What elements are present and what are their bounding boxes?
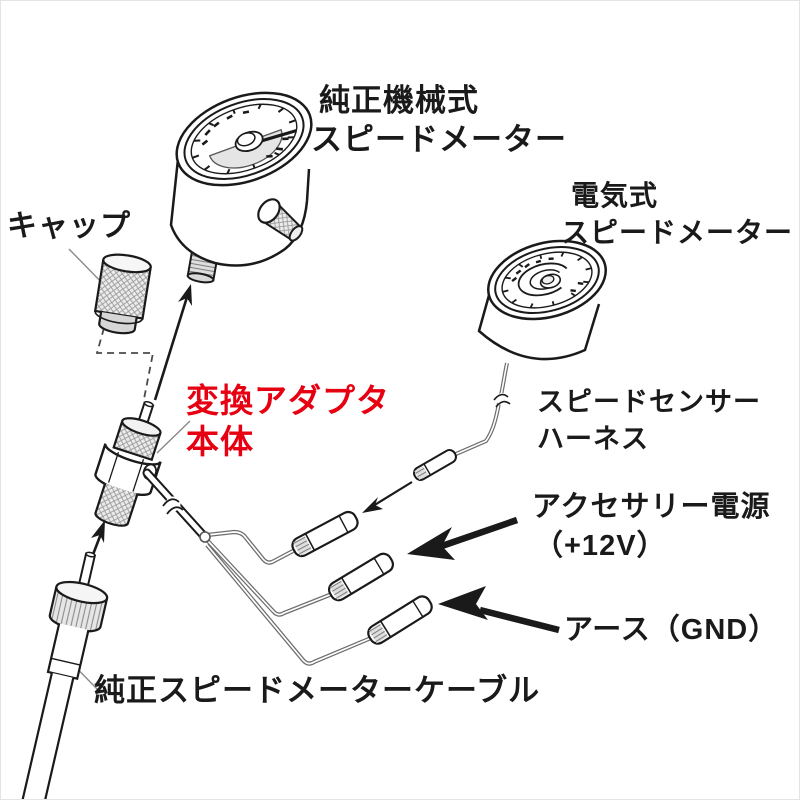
trip-knob (257, 198, 304, 242)
wire-split-ferrule (199, 531, 211, 543)
label-line: 電気式 (571, 180, 659, 211)
elec-dial-face (487, 239, 607, 321)
label-line: 純正機械式 (319, 83, 479, 118)
label-line: スピードメーター (561, 217, 794, 248)
label-stock-speedometer-cable: 純正スピードメーターケーブル (94, 673, 540, 709)
label-line: アース（GND） (564, 614, 779, 646)
label-line: 本体 (186, 423, 254, 460)
arrow-harness-to-wire (362, 481, 413, 513)
label-line: ハーネス (537, 424, 649, 454)
label-line: スピードメーター (311, 122, 567, 157)
label-line: スピードセンサー (537, 387, 761, 417)
label-conversion-adapter: 変換アダプタ 本体 (186, 380, 390, 462)
arrow-adapter-to-mech-speedometer (153, 284, 192, 401)
label-line: 純正スピードメーターケーブル (94, 673, 541, 708)
label-line: キャップ (7, 210, 131, 243)
mechanical-speedometer-gauge (169, 91, 313, 284)
power-wires (199, 529, 372, 666)
stock-speedometer-cable (17, 551, 109, 799)
label-speed-sensor-harness: スピードセンサー ハーネス (537, 384, 761, 458)
speed-sensor-harness (410, 362, 511, 484)
label-accessory-power: アクセサリー電源 （+12V） (532, 488, 771, 566)
cap-part (93, 253, 152, 335)
label-line: （+12V） (534, 530, 667, 562)
mech-dial-face (175, 91, 313, 187)
arrow-ground (438, 586, 560, 634)
label-mechanical-speedometer: 純正機械式 スピードメーター (311, 81, 567, 159)
arrow-acc-power (407, 516, 519, 560)
conversion-adapter-body (94, 401, 162, 527)
label-ground: アース（GND） (564, 613, 778, 647)
adapter-leader-line (156, 420, 191, 454)
connector-signal (288, 508, 362, 560)
cap-to-adapter-dashed-line (95, 327, 155, 400)
label-line: アクセサリー電源 (532, 491, 771, 523)
electric-speedometer-gauge (477, 239, 607, 361)
label-electric-speedometer: 電気式 スピードメーター (561, 177, 793, 251)
sensor-harness-connector (410, 446, 460, 484)
adapter-wire-sleeve (142, 468, 208, 540)
connector-acc-power (325, 549, 397, 605)
power-wire-connectors (288, 508, 436, 648)
connector-ground (364, 592, 436, 648)
label-line: 変換アダプタ (186, 382, 390, 419)
label-cap: キャップ (7, 210, 131, 244)
